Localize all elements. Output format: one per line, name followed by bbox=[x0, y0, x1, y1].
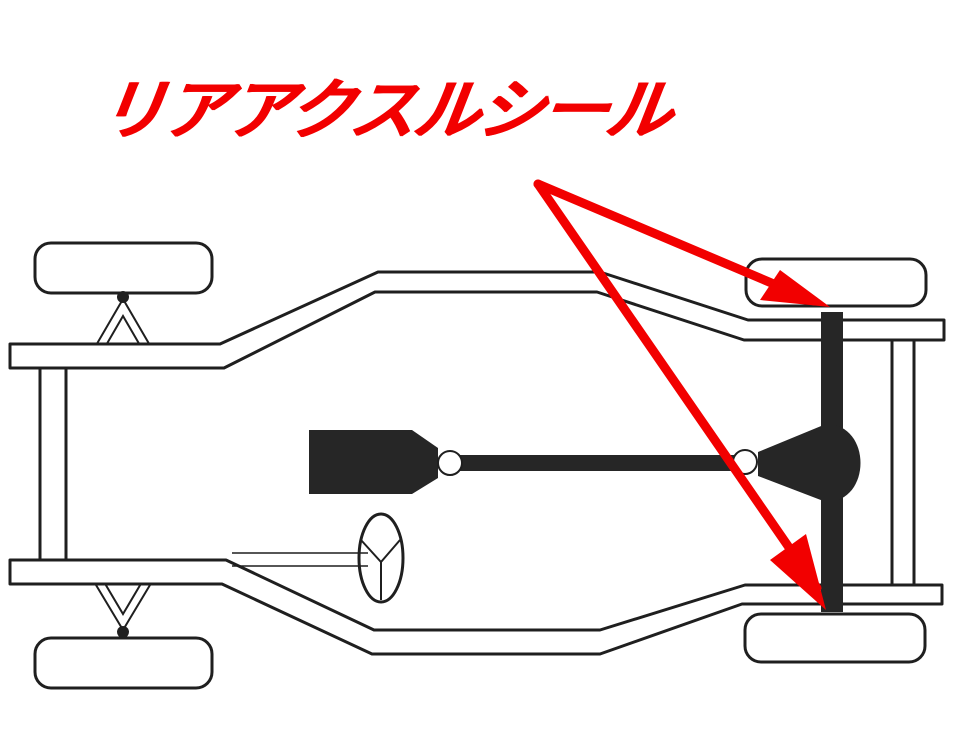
chassis-frame bbox=[8, 270, 946, 656]
rear-wheel-bottom bbox=[743, 612, 927, 664]
universal-joint-front bbox=[437, 450, 463, 476]
front-wheel-top bbox=[33, 241, 214, 295]
arrow-head-bottom bbox=[770, 534, 826, 610]
front-wheel-bottom bbox=[33, 636, 214, 690]
rear-axle-seal-label: リアアクスルシール bbox=[94, 72, 677, 149]
engine-transmission bbox=[309, 430, 438, 494]
drive-shaft bbox=[455, 455, 751, 471]
steering-wheel bbox=[357, 512, 405, 604]
differential bbox=[758, 424, 861, 502]
arrow-shaft-top bbox=[533, 179, 819, 306]
arrow-shaft-bottom bbox=[533, 179, 822, 593]
annotation-arrows bbox=[533, 179, 830, 610]
arrow-head-top bbox=[760, 270, 830, 307]
